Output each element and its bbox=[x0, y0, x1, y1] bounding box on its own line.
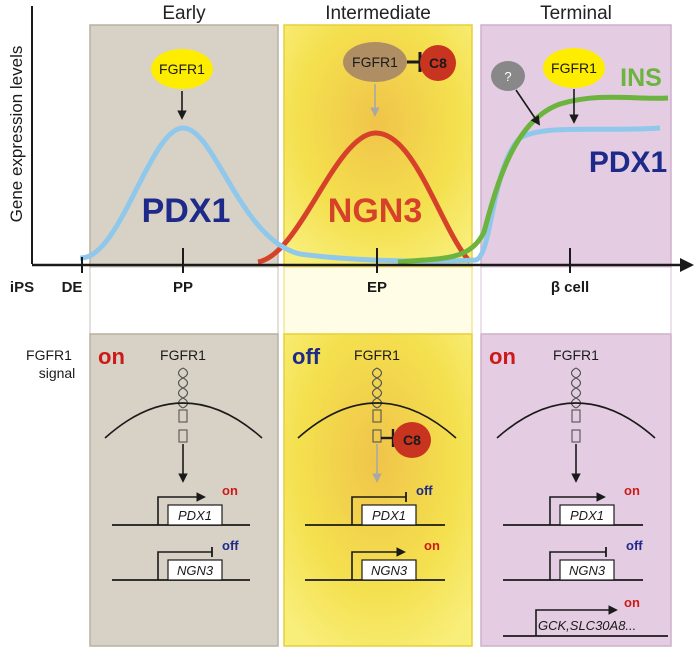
timeline-arrowhead bbox=[680, 258, 694, 272]
terminal-pdx1-state: on bbox=[624, 483, 640, 498]
intermediate-c8-badge bbox=[393, 422, 431, 458]
stage-title-early: Early bbox=[162, 3, 206, 24]
ins-curve bbox=[397, 94, 669, 265]
early-pdx1-gene: PDX1 bbox=[178, 508, 212, 523]
early-receptor-coil2 bbox=[177, 367, 189, 409]
fgfr1-badge-terminal bbox=[543, 48, 605, 88]
early-signal-diagram: on FGFR1 PDX1 on NGN3 off bbox=[98, 344, 263, 581]
early-ngn3-box bbox=[167, 559, 223, 581]
terminal-gck-promoter bbox=[535, 605, 618, 636]
fgfr1-badge-terminal-text: FGFR1 bbox=[551, 60, 597, 76]
intermediate-pdx1-box bbox=[361, 504, 417, 526]
terminal-ngn3-promoter bbox=[549, 551, 606, 580]
intermediate-pdx1-promoter bbox=[351, 496, 406, 525]
terminal-gck-gene: GCK,SLC30A8... bbox=[538, 618, 636, 633]
c8-badge-top bbox=[420, 45, 456, 81]
terminal-ngn3-gene: NGN3 bbox=[569, 563, 606, 578]
early-tm-box2 bbox=[178, 429, 188, 443]
question-arrow bbox=[515, 89, 541, 126]
terminal-strip bbox=[480, 266, 672, 335]
intermediate-ngn3-state: on bbox=[424, 538, 440, 553]
fgfr1-badge-intermediate-text: FGFR1 bbox=[352, 54, 398, 70]
timeline-label-ep: EP bbox=[367, 279, 387, 296]
terminal-gck-state: on bbox=[624, 595, 640, 610]
intermediate-ngn3-gene: NGN3 bbox=[371, 563, 408, 578]
pdx1-early-label: PDX1 bbox=[142, 192, 231, 230]
terminal-tm-box2 bbox=[571, 429, 581, 443]
terminal-ngn3-box bbox=[559, 559, 615, 581]
signal-label-line2: signal bbox=[39, 365, 76, 381]
signal-label-line1: FGFR1 bbox=[26, 347, 72, 363]
timeline-label-beta-cell: β cell bbox=[551, 279, 589, 296]
early-tm-box1 bbox=[178, 409, 188, 423]
early-receptor-label: FGFR1 bbox=[160, 347, 206, 363]
pdx1-curve bbox=[79, 125, 661, 264]
fgfr1-badge-intermediate bbox=[343, 42, 407, 82]
terminal-pdx1-box bbox=[559, 504, 615, 526]
terminal-receptor-label: FGFR1 bbox=[553, 347, 599, 363]
early-pdx1-state: on bbox=[222, 483, 238, 498]
intermediate-strip bbox=[283, 266, 473, 335]
intermediate-ngn3-promoter bbox=[351, 547, 406, 580]
fgfr1-badge-early bbox=[151, 49, 213, 89]
intermediate-signal-diagram: off FGFR1 C8 PDX1 off NGN3 on bbox=[292, 344, 457, 581]
early-ngn3-state: off bbox=[222, 538, 239, 553]
fgfr1-badge-early-text: FGFR1 bbox=[159, 61, 205, 77]
early-strip bbox=[89, 266, 279, 335]
ins-label: INS bbox=[620, 64, 662, 92]
intermediate-pdx1-state: off bbox=[416, 483, 433, 498]
intermediate-pdx1-gene: PDX1 bbox=[372, 508, 406, 523]
early-membrane bbox=[104, 402, 263, 439]
early-state: on bbox=[98, 344, 125, 369]
terminal-pdx1-gene: PDX1 bbox=[570, 508, 604, 523]
terminal-ngn3-state: off bbox=[626, 538, 643, 553]
early-ngn3-promoter bbox=[157, 551, 212, 580]
question-badge bbox=[491, 61, 525, 91]
intermediate-state: off bbox=[292, 344, 321, 369]
terminal-receptor-coil2 bbox=[570, 367, 582, 409]
ngn3-curve bbox=[257, 130, 472, 265]
timeline-label-de: DE bbox=[62, 279, 83, 296]
early-pdx1-box bbox=[167, 504, 223, 526]
timeline-label-ips: iPS bbox=[10, 279, 34, 296]
pdx1-terminal-label: PDX1 bbox=[589, 146, 667, 179]
c8-badge-top-text: C8 bbox=[429, 55, 447, 71]
intermediate-receptor-coil2 bbox=[371, 367, 383, 409]
terminal-state: on bbox=[489, 344, 516, 369]
terminal-signal-panel bbox=[480, 333, 672, 647]
intermediate-receptor-label: FGFR1 bbox=[354, 347, 400, 363]
timeline-label-pp: PP bbox=[173, 279, 193, 296]
intermediate-signal-panel bbox=[283, 333, 473, 647]
ngn3-label: NGN3 bbox=[328, 192, 422, 230]
question-badge-text: ? bbox=[504, 69, 511, 84]
y-axis-label: Gene expression levels bbox=[7, 46, 26, 223]
intermediate-tm-box1 bbox=[372, 409, 382, 423]
early-ngn3-gene: NGN3 bbox=[177, 563, 214, 578]
stage-title-terminal: Terminal bbox=[540, 3, 612, 24]
intermediate-c8-text: C8 bbox=[403, 432, 421, 448]
intermediate-tm-box2 bbox=[372, 429, 382, 443]
terminal-tm-box1 bbox=[571, 409, 581, 423]
early-signal-panel bbox=[89, 333, 279, 647]
intermediate-membrane bbox=[297, 402, 457, 439]
terminal-pdx1-promoter bbox=[549, 492, 606, 525]
terminal-signal-diagram: on FGFR1 PDX1 on NGN3 off GCK,SLC30A8...… bbox=[489, 344, 668, 637]
intermediate-ngn3-box bbox=[361, 559, 417, 581]
stage-title-intermediate: Intermediate bbox=[325, 3, 431, 24]
early-pdx1-promoter bbox=[157, 492, 206, 525]
terminal-membrane bbox=[496, 402, 656, 439]
